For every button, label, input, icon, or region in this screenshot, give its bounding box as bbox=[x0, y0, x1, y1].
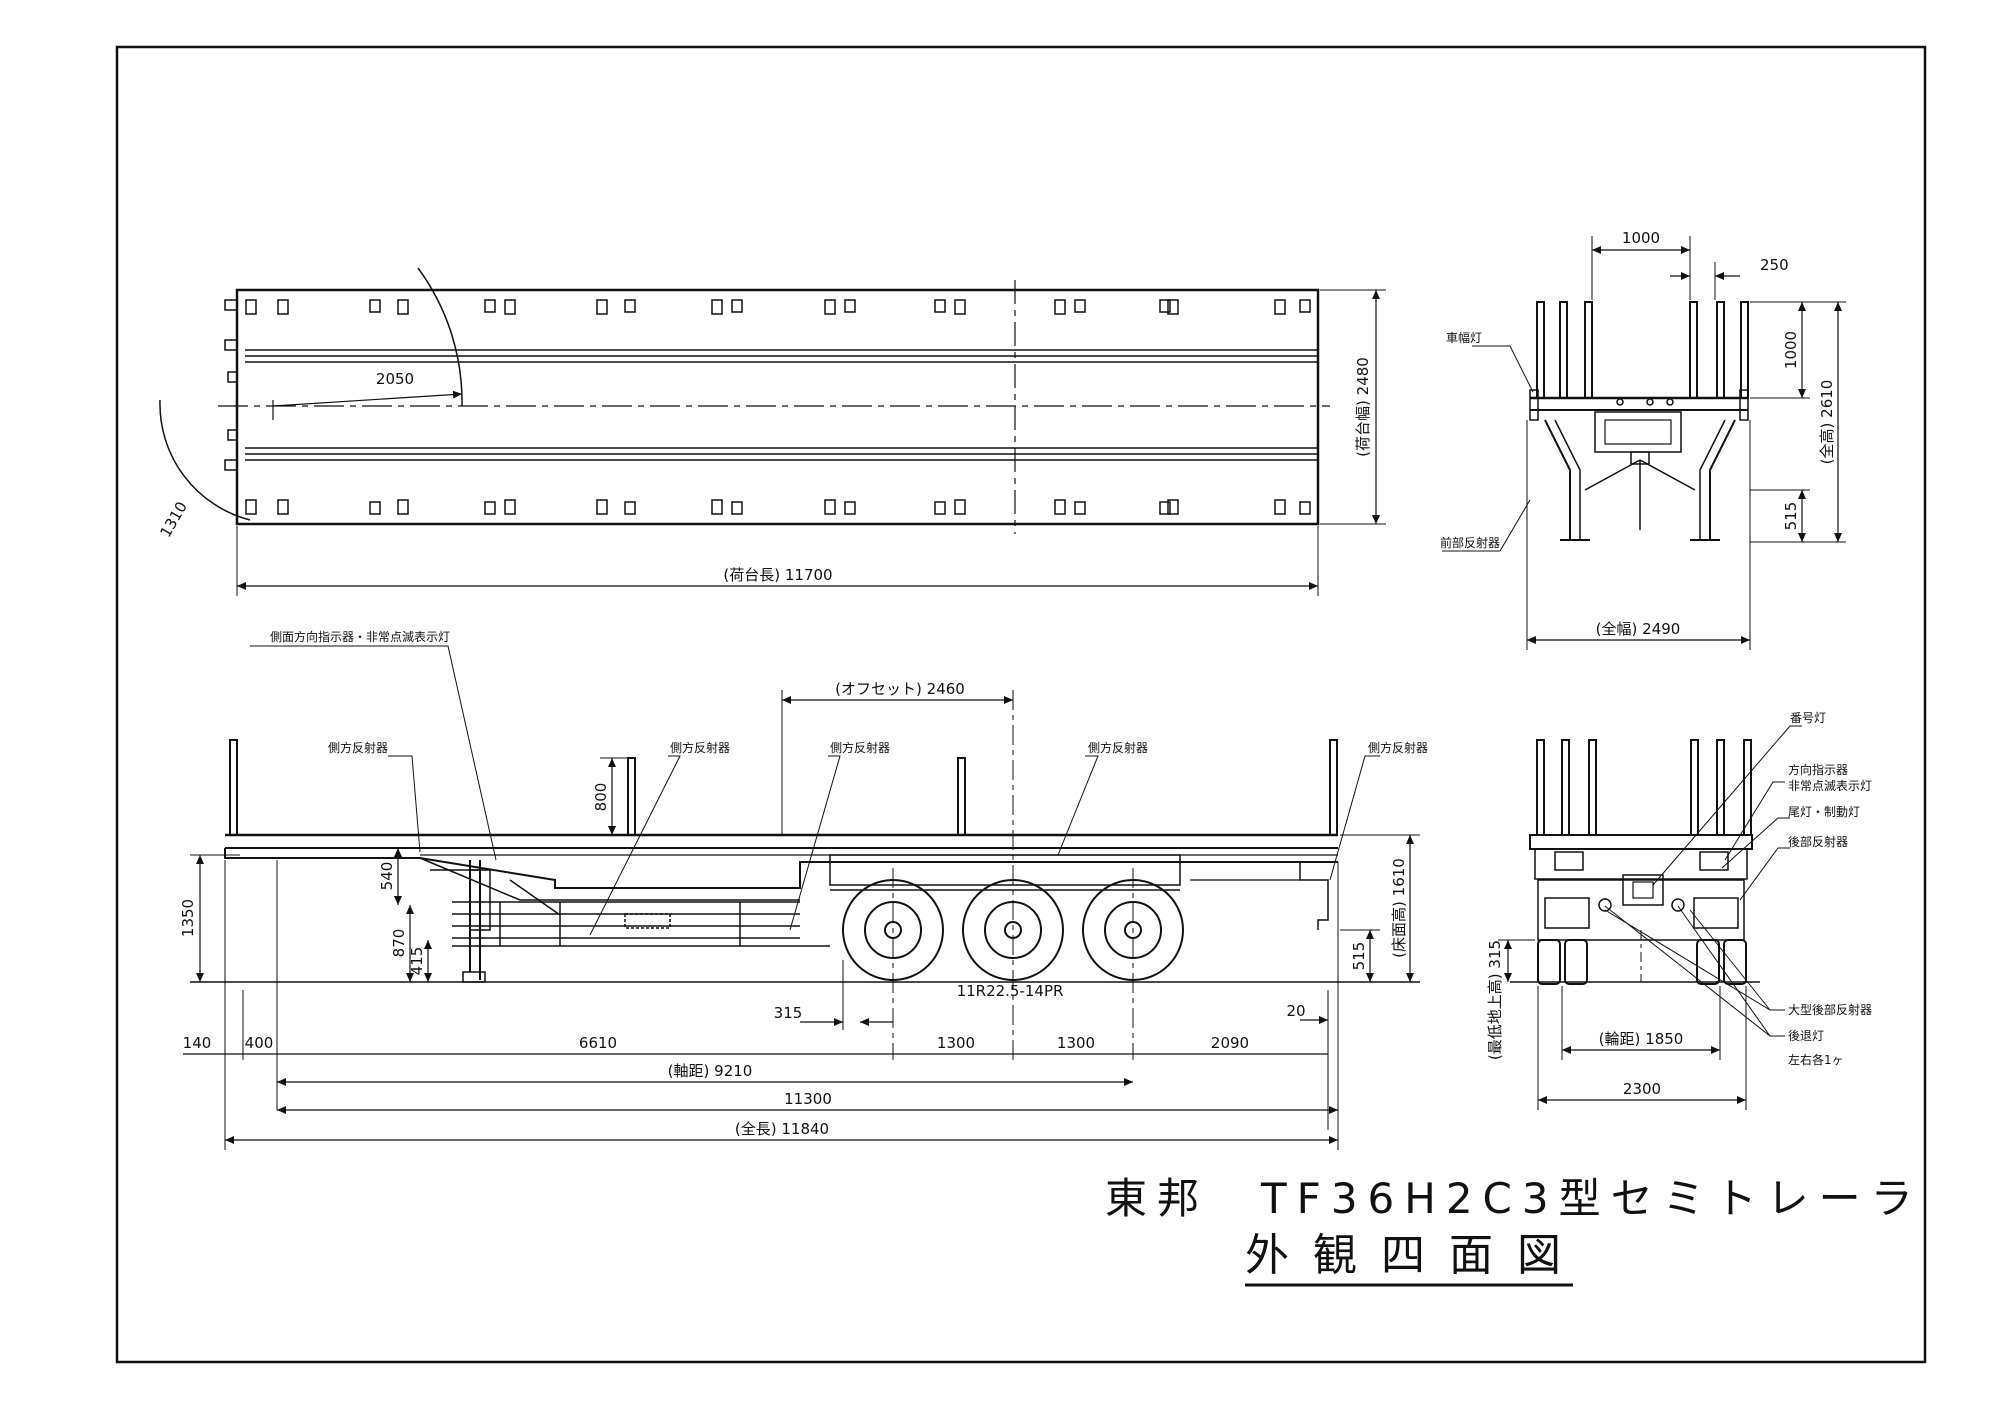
drawing-title: 東邦 TF36H2C3型セミトレーラ bbox=[1105, 1174, 1923, 1223]
label-each-side: 左右各1ヶ bbox=[1788, 1052, 1844, 1067]
label-large-reflector: 大型後部反射器 bbox=[1788, 1002, 1872, 1017]
dim-315: 315 bbox=[774, 1004, 803, 1022]
dim-deck-width: (荷台幅) 2480 bbox=[1354, 357, 1372, 457]
label-rear-reflector: 後部反射器 bbox=[1788, 834, 1848, 849]
dim-20: 20 bbox=[1286, 1002, 1305, 1020]
top-view bbox=[159, 267, 1386, 596]
dim-2050: 2050 bbox=[376, 370, 414, 388]
front-stakes bbox=[1536, 301, 1749, 399]
dim-540: 540 bbox=[378, 862, 396, 891]
dim-front-250: 250 bbox=[1760, 256, 1789, 274]
tire-size: 11R22.5-14PR bbox=[957, 982, 1064, 1000]
label-side-reflector-2: 側方反射器 bbox=[670, 740, 730, 755]
dim-1300-b: 1300 bbox=[1057, 1034, 1095, 1052]
dim-track: (輪距) 1850 bbox=[1599, 1030, 1684, 1048]
dim-11300: 11300 bbox=[784, 1090, 832, 1108]
label-tail-brake: 尾灯・制動灯 bbox=[1788, 805, 1860, 819]
dim-415: 415 bbox=[408, 947, 426, 976]
label-reverse-lamp: 後退灯 bbox=[1788, 1029, 1824, 1043]
dim-overall-length: (全長) 11840 bbox=[735, 1120, 829, 1138]
label-front-reflector: 前部反射器 bbox=[1440, 535, 1500, 550]
label-side-indicator: 側面方向指示器・非常点滅表示灯 bbox=[270, 629, 450, 644]
label-side-reflector-3: 側方反射器 bbox=[830, 740, 890, 755]
dim-140: 140 bbox=[183, 1034, 212, 1052]
stake-pockets-bottom-row bbox=[245, 499, 1311, 515]
side-view bbox=[183, 645, 1420, 1150]
rear-stakes bbox=[1536, 739, 1752, 836]
dim-front-515: 515 bbox=[1782, 502, 1800, 531]
dim-2090: 2090 bbox=[1211, 1034, 1249, 1052]
label-side-reflector-1: 側方反射器 bbox=[328, 740, 388, 755]
dim-front-1000: 1000 bbox=[1622, 229, 1660, 247]
dim-offset: (オフセット) 2460 bbox=[835, 680, 965, 698]
dim-rear-2300: 2300 bbox=[1623, 1080, 1661, 1098]
dim-front-height: (全高) 2610 bbox=[1818, 380, 1836, 465]
dim-1300-a: 1300 bbox=[937, 1034, 975, 1052]
side-stakes bbox=[229, 739, 1338, 836]
dim-870: 870 bbox=[390, 929, 408, 958]
drawing-subtitle: 外観四面図 bbox=[1245, 1230, 1585, 1281]
stake-pockets-top-row bbox=[245, 299, 1311, 315]
front-view bbox=[1442, 236, 1846, 650]
dim-1310: 1310 bbox=[156, 498, 191, 540]
dim-1350: 1350 bbox=[179, 899, 197, 937]
sheet-border bbox=[115, 45, 1927, 1364]
dim-deck-length: (荷台長) 11700 bbox=[723, 566, 832, 584]
dim-side-515: 515 bbox=[1350, 942, 1368, 971]
label-hazard-lamp: 非常点滅表示灯 bbox=[1788, 779, 1872, 793]
label-side-reflector-5: 側方反射器 bbox=[1368, 740, 1428, 755]
label-width-lamp: 車幅灯 bbox=[1446, 330, 1482, 345]
dim-front-width: (全幅) 2490 bbox=[1596, 620, 1681, 638]
dim-6610: 6610 bbox=[579, 1034, 617, 1052]
label-plate-lamp: 番号灯 bbox=[1790, 711, 1826, 725]
dim-front-1000-side: 1000 bbox=[1782, 331, 1800, 369]
label-side-reflector-4: 側方反射器 bbox=[1088, 740, 1148, 755]
dim-floor-height: (床面高) 1610 bbox=[1390, 858, 1408, 958]
rear-view bbox=[1498, 725, 1802, 1110]
deck-outline-top bbox=[235, 288, 1320, 526]
dim-400: 400 bbox=[245, 1034, 274, 1052]
dim-stake-800: 800 bbox=[592, 783, 610, 812]
dim-wheelbase: (軸距) 9210 bbox=[668, 1062, 753, 1080]
dim-ground-clearance: (最低地上高) 315 bbox=[1486, 940, 1504, 1060]
label-turn-signal: 方向指示器 bbox=[1788, 762, 1848, 777]
